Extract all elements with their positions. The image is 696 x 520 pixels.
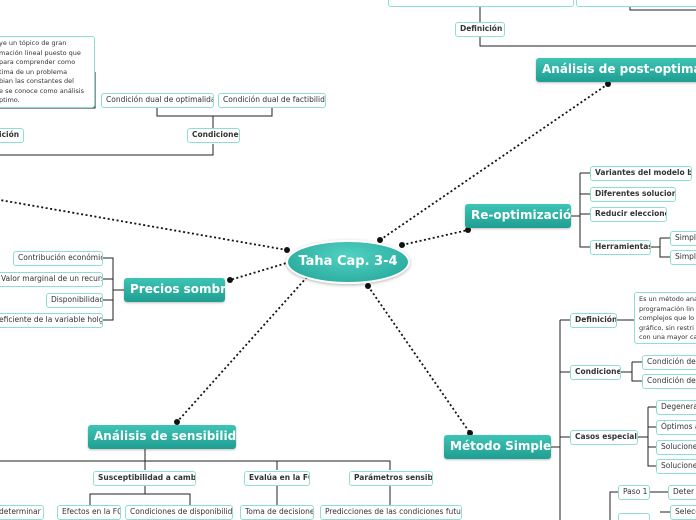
sens-parametros[interactable]: Parámetros sensibles [349, 471, 433, 486]
simplex-paso-1-value[interactable]: Deter [668, 485, 696, 500]
cond-dual-factibilidad[interactable]: Condición dual de factibilidad. [218, 93, 326, 108]
sens-toma-decisiones[interactable]: Toma de decisiones [240, 505, 314, 520]
sens-susceptibilidad[interactable]: Susceptibilidad a cambios [93, 471, 196, 486]
topic-metodo-simplex[interactable]: Método Simplex [444, 435, 551, 459]
simplex-paso-2-box[interactable] [618, 513, 650, 520]
topic-reoptimizacion[interactable]: Re-optimización [465, 204, 571, 228]
topic-post-optimalidad[interactable]: Análisis de post-optimalid [536, 58, 696, 82]
reopt-simple-2[interactable]: Simple [670, 250, 696, 265]
simplex-cond-1[interactable]: Condición de o [642, 355, 696, 370]
sens-predicciones[interactable]: Predicciones de las condiciones futuras [320, 505, 462, 520]
reopt-variantes[interactable]: Variantes del modelo base [590, 166, 692, 181]
sens-determinar[interactable]: determinar [0, 505, 44, 520]
precios-contribucion[interactable]: Contribución económica [13, 251, 103, 266]
reopt-simple-1[interactable]: Simple [670, 231, 696, 246]
simplex-caso-1[interactable]: Degenerac [656, 400, 696, 415]
precios-disponibilidad[interactable]: Disponibilidad [46, 293, 103, 308]
simplex-caso-3[interactable]: Soluciones [656, 440, 696, 455]
sens-cond-disponibilidad[interactable]: Condiciones de disponibilidad [125, 505, 233, 520]
sens-efectos[interactable]: Efectos en la FO [57, 505, 121, 520]
simplex-definicion[interactable]: Definición [570, 313, 617, 328]
left-condiciones[interactable]: Condiciones [187, 128, 240, 143]
simplex-condiciones[interactable]: Condiciones [570, 365, 621, 380]
precios-coef-holgura[interactable]: eficiente de la variable holgura [0, 313, 103, 328]
left-definition-paragraph: ye un tópico de gran mación lineal puest… [0, 36, 95, 108]
post-opt-top-leaf [388, 0, 574, 7]
simplex-paso-1[interactable]: Paso 1 [618, 485, 650, 500]
post-opt-definicion[interactable]: Definición [455, 22, 505, 37]
left-definicion[interactable]: ición [0, 128, 24, 143]
sens-evalua[interactable]: Evalúa en la FO [244, 471, 310, 486]
topic-analisis-sensibilidad[interactable]: Análisis de sensibilidad [88, 425, 236, 449]
precios-valor-marginal[interactable]: Valor marginal de un recurso [0, 272, 103, 287]
simplex-paso-2-value[interactable]: Selecc [670, 505, 696, 520]
post-opt-top-leaf-2 [576, 0, 696, 7]
simplex-casos-especiales[interactable]: Casos especiales [570, 430, 638, 445]
simplex-def-paragraph: Es un método ana programación lin comple… [634, 292, 696, 344]
reopt-herramientas[interactable]: Herramientas [590, 240, 651, 255]
reopt-reducir[interactable]: Reducir elecciones [590, 207, 667, 222]
simplex-caso-2[interactable]: Óptimos a [656, 420, 696, 435]
simplex-caso-4[interactable]: Solucione [656, 459, 696, 474]
simplex-cond-2[interactable]: Condición de fa [642, 374, 696, 389]
cond-dual-optimalidad[interactable]: Condición dual de optimalidad. [101, 93, 214, 108]
reopt-diferentes[interactable]: Diferentes soluciones [590, 187, 676, 202]
topic-precios-sombra[interactable]: Precios sombra [124, 278, 225, 302]
central-topic[interactable]: Taha Cap. 3-4 [286, 240, 410, 284]
